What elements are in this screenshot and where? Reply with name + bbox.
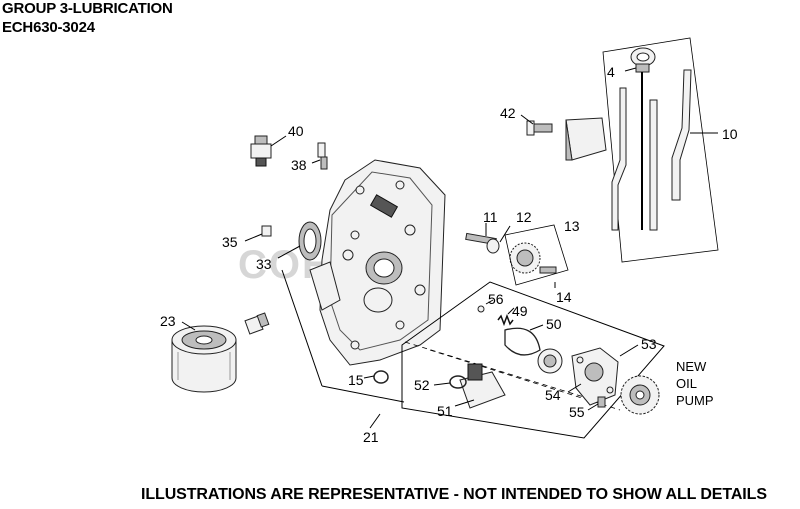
bolt-and-bracket: [520, 114, 607, 161]
callout-42: 42: [500, 105, 516, 121]
filter-nipple: [244, 312, 270, 335]
screw-55: [587, 396, 606, 411]
o-ring-52: [433, 375, 467, 389]
callout-52: 52: [414, 377, 430, 393]
callout-51: 51: [437, 403, 453, 419]
pump-seal-50: [504, 324, 544, 356]
pump-shaft-and-gear: [465, 223, 569, 288]
callout-55: 55: [569, 404, 585, 420]
pin-56: [477, 299, 494, 313]
callout-13: 13: [564, 218, 580, 234]
callout-10: 10: [722, 126, 738, 142]
disclaimer-footer: ILLUSTRATIONS ARE REPRESENTATIVE - NOT I…: [141, 486, 767, 503]
callout-38: 38: [291, 157, 307, 173]
note-line-1: NEW: [676, 359, 707, 374]
note-line-2: OIL: [676, 376, 697, 391]
callout-49: 49: [512, 303, 528, 319]
note-line-3: PUMP: [676, 393, 714, 408]
pump-cover-54: [567, 347, 619, 406]
pump-rotor: [537, 348, 563, 374]
callout-15: 15: [348, 372, 364, 388]
pump-drive-gear: [620, 375, 660, 415]
callout-54: 54: [545, 387, 561, 403]
callout-11: 11: [483, 209, 498, 225]
model-number: ECH630-3024: [2, 19, 95, 36]
callout-12: 12: [516, 209, 532, 225]
callout-21: 21: [363, 429, 379, 445]
dipstick-tube-assembly: [602, 37, 719, 263]
group-title: GROUP 3-LUBRICATION: [2, 0, 173, 17]
oil-filter: [171, 321, 237, 393]
oil-pressure-sensor: [250, 135, 287, 167]
callout-14: 14: [556, 289, 572, 305]
callout-40: 40: [288, 123, 304, 139]
callout-23: 23: [160, 313, 176, 329]
callout-35: 35: [222, 234, 238, 250]
callout-53: 53: [641, 336, 657, 352]
callout-4: 4: [607, 64, 615, 80]
closure-plate: [309, 159, 446, 366]
plug-35: [244, 225, 272, 242]
oil-pickup-51: [454, 363, 506, 409]
callout-33: 33: [256, 256, 272, 272]
callout-50: 50: [546, 316, 562, 332]
o-ring-15: [363, 370, 389, 384]
callout-56: 56: [488, 291, 504, 307]
bolt-38: [311, 142, 328, 170]
oil-seal: [277, 221, 322, 261]
spring-49: [497, 307, 515, 327]
